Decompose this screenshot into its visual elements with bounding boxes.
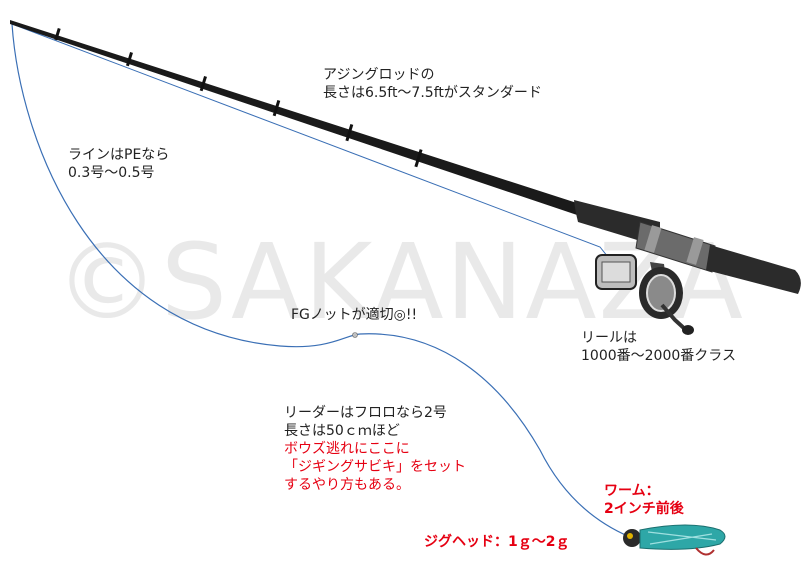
rod-guide: [199, 76, 207, 92]
leader-line: [359, 333, 631, 538]
reel-body-face: [646, 274, 676, 312]
worm: [639, 524, 726, 550]
worm-label: ワーム： 2インチ前後: [604, 483, 684, 517]
hook: [695, 547, 715, 556]
reel-seat-ring: [686, 237, 704, 265]
rod-guide: [345, 124, 354, 142]
reel-spool-line: [601, 261, 631, 283]
jighead-label: ジグヘッド：1ｇ〜2ｇ: [424, 534, 570, 550]
line-label: ラインはPEなら 0.3号〜0.5号: [68, 147, 170, 181]
knot-label: FGノットが適切◎!!: [291, 307, 418, 323]
leader-label: リーダーはフロロなら2号 長さは50ｃｍほど ボウズ逃れにここに 「ジギングサビ…: [284, 405, 466, 493]
reel-seat-ring: [644, 225, 662, 253]
rod-guide: [125, 52, 133, 67]
rod-label: アジングロッドの 長さは6.5ft〜7.5ftがスタンダード: [323, 67, 542, 101]
rod-reargrip: [706, 245, 801, 294]
jighead-eye: [627, 533, 633, 539]
rod-guide: [54, 27, 61, 41]
rod-line: [11, 23, 613, 263]
jig-and-worm: [623, 524, 726, 556]
pe-line: [11, 23, 361, 348]
rod-guides: [54, 27, 423, 168]
rod-guide: [414, 149, 423, 168]
reel-handle: [660, 303, 688, 332]
reel-knob: [682, 325, 694, 335]
rod-blank: [10, 20, 586, 218]
knot-dot: [352, 332, 358, 338]
rod-guide: [272, 100, 281, 117]
reel-label: リールは 1000番〜2000番クラス: [581, 330, 736, 364]
spinning-reel: [595, 254, 694, 335]
worm-pattern: [647, 531, 717, 545]
